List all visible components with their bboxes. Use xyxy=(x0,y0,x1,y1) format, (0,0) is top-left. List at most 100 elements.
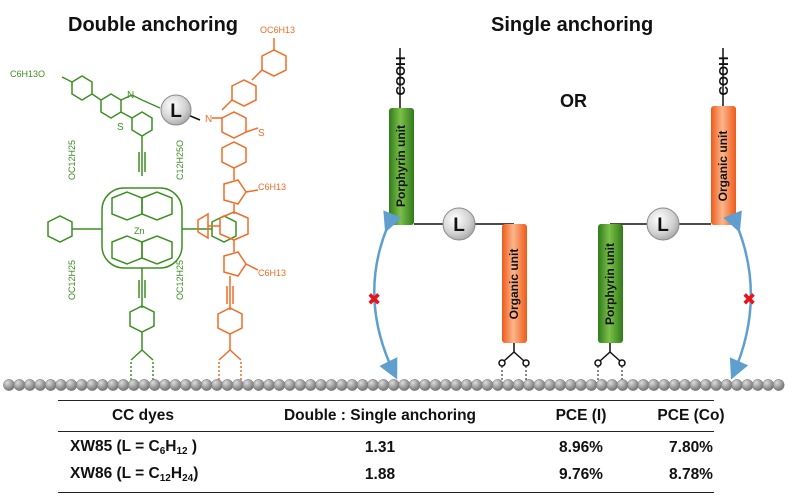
surface-bead xyxy=(471,379,483,391)
surface-bead xyxy=(564,379,577,391)
desorption-arrow-2 xyxy=(723,210,753,380)
row1-pce-i: 8.96% xyxy=(559,439,603,456)
porphyrin-unit-label-2: Porphyrin unit xyxy=(603,243,617,325)
surface-bead xyxy=(616,379,629,391)
double-anchoring-title: Double anchoring xyxy=(68,14,238,36)
table-top-rule xyxy=(58,400,714,401)
surface-bead xyxy=(283,379,296,391)
organic-unit-block-2 xyxy=(711,106,736,225)
surface-bead xyxy=(429,379,442,391)
row2-ratio: 1.88 xyxy=(364,466,396,483)
surface-bead xyxy=(242,379,255,391)
anchoring-scheme-diagram: C6H13O N S Zn OC12H25 C12H25O OC12H25 OC… xyxy=(3,25,785,391)
surface-bead xyxy=(762,379,775,391)
surface-bead xyxy=(637,379,650,391)
surface-bead xyxy=(304,379,317,391)
surface-bead xyxy=(377,379,390,391)
header-pce-i: PCE (I) xyxy=(555,407,607,424)
surface-bead xyxy=(668,379,681,391)
porphyrin-unit-block-2 xyxy=(598,224,623,343)
or-label: OR xyxy=(560,91,587,111)
label-oc12h25-bottom-left: OC12H25 xyxy=(67,260,77,300)
cooh-label-2: COOH xyxy=(716,57,731,96)
label-n-right: N xyxy=(205,114,212,125)
row1-dye: XW85 (L = C6H12 ) xyxy=(70,438,198,457)
svg-text:L: L xyxy=(170,101,182,122)
surface-bead xyxy=(554,379,567,391)
surface-bead xyxy=(127,379,140,391)
surface-bead xyxy=(720,379,733,391)
surface-bead xyxy=(481,379,494,391)
surface-bead xyxy=(408,379,421,391)
surface-bead xyxy=(200,379,213,391)
surface-bead xyxy=(533,379,546,391)
surface-bead xyxy=(772,379,785,391)
surface-bead xyxy=(689,379,702,391)
label-c6h13-lower: C6H13 xyxy=(258,268,286,278)
label-zn: Zn xyxy=(134,226,145,236)
cooh-label-1: COOH xyxy=(393,57,408,96)
label-c12h25o-top-right: C12H25O xyxy=(175,140,185,180)
organic-unit-block-1 xyxy=(502,224,527,343)
label-oc12h25-top-left: OC12H25 xyxy=(67,140,77,180)
cross-mark-2: ✖ xyxy=(742,290,756,310)
surface-bead xyxy=(575,379,587,391)
surface-bead xyxy=(658,379,671,391)
surface-bead xyxy=(741,379,754,391)
table-header-rule xyxy=(58,431,714,432)
surface-bead xyxy=(148,379,161,391)
surface-bead xyxy=(647,379,660,391)
surface-bead xyxy=(315,379,327,391)
surface-bead xyxy=(325,379,338,391)
surface-bead xyxy=(512,379,525,391)
surface-bead xyxy=(169,379,182,391)
semiconductor-surface xyxy=(3,379,785,391)
surface-bead xyxy=(595,379,608,391)
linker-ball-double: L xyxy=(160,94,192,126)
surface-bead xyxy=(34,379,47,391)
surface-bead xyxy=(159,379,171,391)
surface-bead xyxy=(231,379,244,391)
surface-bead xyxy=(367,379,379,391)
surface-bead xyxy=(606,379,619,391)
header-cc-dyes: CC dyes xyxy=(111,407,175,424)
surface-bead xyxy=(335,379,348,391)
label-c6h13-upper: C6H13 xyxy=(258,182,286,192)
organic-dye-structure xyxy=(175,38,287,380)
surface-bead xyxy=(75,379,88,391)
desorption-arrow-1 xyxy=(373,210,402,380)
surface-bead xyxy=(699,379,712,391)
surface-bead xyxy=(13,379,26,391)
single-anchoring-title: Single anchoring xyxy=(491,14,654,36)
surface-bead xyxy=(96,379,109,391)
porphyrin-unit-block-1 xyxy=(389,108,414,225)
surface-bead xyxy=(117,379,130,391)
surface-bead xyxy=(502,379,515,391)
surface-bead xyxy=(23,379,36,391)
label-n-left: N xyxy=(127,90,134,101)
surface-bead xyxy=(460,379,473,391)
surface-bead xyxy=(273,379,286,391)
surface-bead xyxy=(491,379,504,391)
surface-bead xyxy=(398,379,411,391)
header-double-single: Double : Single anchoring xyxy=(283,407,477,424)
surface-bead xyxy=(138,379,151,391)
single-anchoring-scheme-2: COOH Organic unit L Porphyrin unit ✖ xyxy=(594,48,756,380)
surface-bead xyxy=(627,379,639,391)
surface-bead xyxy=(86,379,99,391)
label-s-left: S xyxy=(117,122,124,133)
surface-bead xyxy=(710,379,723,391)
surface-bead xyxy=(44,379,57,391)
svg-text:L: L xyxy=(657,215,669,236)
surface-bead xyxy=(179,379,192,391)
table-bottom-rule xyxy=(58,492,714,493)
row1-ratio: 1.31 xyxy=(364,439,396,456)
surface-bead xyxy=(731,379,743,391)
label-s-right: S xyxy=(258,128,265,139)
porphyrin-unit-label-1: Porphyrin unit xyxy=(394,125,408,207)
organic-unit-label-2: Organic unit xyxy=(716,131,730,202)
row2-pce-co: 8.78% xyxy=(669,466,713,483)
surface-bead xyxy=(450,379,463,391)
surface-bead xyxy=(543,379,556,391)
surface-bead xyxy=(346,379,359,391)
